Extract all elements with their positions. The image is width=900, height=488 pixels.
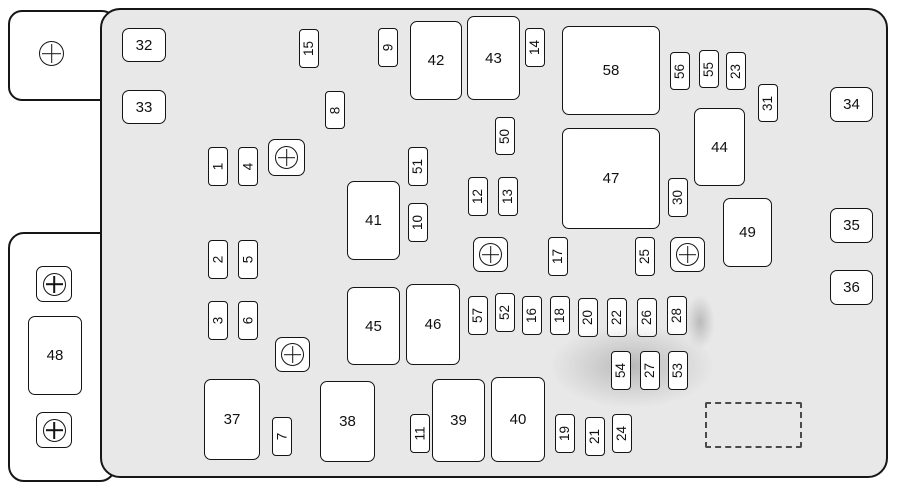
bolt-icon bbox=[670, 237, 705, 272]
fuse-53: 53 bbox=[668, 351, 688, 390]
bolt-icon bbox=[275, 337, 310, 372]
fuse-31: 31 bbox=[758, 84, 778, 122]
box-39: 39 bbox=[432, 379, 485, 462]
fuse-15: 15 bbox=[299, 29, 319, 68]
fuse-50: 50 bbox=[495, 117, 515, 155]
box-47: 47 bbox=[562, 128, 660, 229]
box-32: 32 bbox=[122, 28, 166, 62]
bolt-icon bbox=[473, 237, 508, 272]
fuse-28: 28 bbox=[667, 296, 687, 335]
fuse-21: 21 bbox=[585, 417, 605, 456]
fuse-23: 23 bbox=[726, 52, 746, 90]
box-41: 41 bbox=[347, 181, 400, 260]
fuse-55: 55 bbox=[699, 50, 719, 88]
fuse-11: 11 bbox=[410, 414, 430, 453]
fuse-4: 4 bbox=[238, 147, 258, 186]
bolt-cross-icon bbox=[275, 146, 298, 169]
bolt-icon bbox=[39, 41, 64, 66]
fuse-9: 9 bbox=[378, 28, 398, 67]
fuse-14: 14 bbox=[525, 28, 545, 67]
fuse-18: 18 bbox=[550, 296, 570, 335]
box-58: 58 bbox=[562, 26, 660, 115]
fuse-51: 51 bbox=[408, 147, 428, 186]
fuse-57: 57 bbox=[468, 296, 488, 335]
fuse-22: 22 bbox=[607, 298, 627, 337]
box-37: 37 bbox=[204, 379, 260, 460]
box-38: 38 bbox=[320, 381, 375, 462]
box-42: 42 bbox=[410, 21, 462, 100]
fuse-3: 3 bbox=[208, 301, 228, 340]
fuse-8: 8 bbox=[325, 91, 345, 129]
fuse-12: 12 bbox=[468, 177, 488, 216]
fuse-20: 20 bbox=[578, 298, 598, 337]
box-35: 35 bbox=[830, 208, 873, 243]
box-36: 36 bbox=[830, 270, 873, 305]
fuse-26: 26 bbox=[637, 298, 657, 337]
fuse-16: 16 bbox=[522, 296, 542, 335]
fuse-17: 17 bbox=[548, 237, 568, 276]
box-48: 48 bbox=[28, 316, 82, 395]
bolt-cross-icon bbox=[42, 272, 66, 296]
fuse-6: 6 bbox=[238, 301, 258, 340]
fuse-2: 2 bbox=[208, 240, 228, 279]
fuse-5: 5 bbox=[238, 240, 258, 279]
box-44: 44 bbox=[694, 108, 745, 186]
bolt-icon bbox=[268, 139, 305, 176]
watermark-smudge bbox=[686, 296, 714, 348]
fuse-10: 10 bbox=[408, 203, 428, 242]
fuse-19: 19 bbox=[555, 414, 575, 453]
box-49: 49 bbox=[723, 198, 772, 267]
fuse-56: 56 bbox=[670, 52, 690, 90]
bolt-cross-icon bbox=[479, 243, 502, 266]
box-34: 34 bbox=[830, 87, 873, 122]
fuse-27: 27 bbox=[640, 351, 660, 390]
fuse-13: 13 bbox=[498, 177, 518, 216]
bolt-icon bbox=[36, 412, 72, 448]
fuse-52: 52 bbox=[495, 293, 515, 332]
box-40: 40 bbox=[491, 377, 545, 462]
fuse-1: 1 bbox=[208, 147, 228, 186]
box-46: 46 bbox=[406, 284, 460, 365]
box-33: 33 bbox=[122, 90, 166, 124]
box-45: 45 bbox=[347, 287, 400, 365]
empty-slot-outline bbox=[705, 402, 802, 448]
fuse-30: 30 bbox=[668, 178, 688, 217]
fuse-7: 7 bbox=[272, 417, 292, 456]
bolt-cross-icon bbox=[42, 418, 66, 442]
bolt-cross-icon bbox=[281, 343, 304, 366]
fuse-54: 54 bbox=[611, 351, 631, 390]
bolt-icon bbox=[36, 266, 72, 302]
fuse-25: 25 bbox=[635, 237, 655, 276]
bolt-cross-icon bbox=[676, 243, 699, 266]
box-43: 43 bbox=[467, 16, 520, 100]
fuse-24: 24 bbox=[612, 414, 632, 453]
